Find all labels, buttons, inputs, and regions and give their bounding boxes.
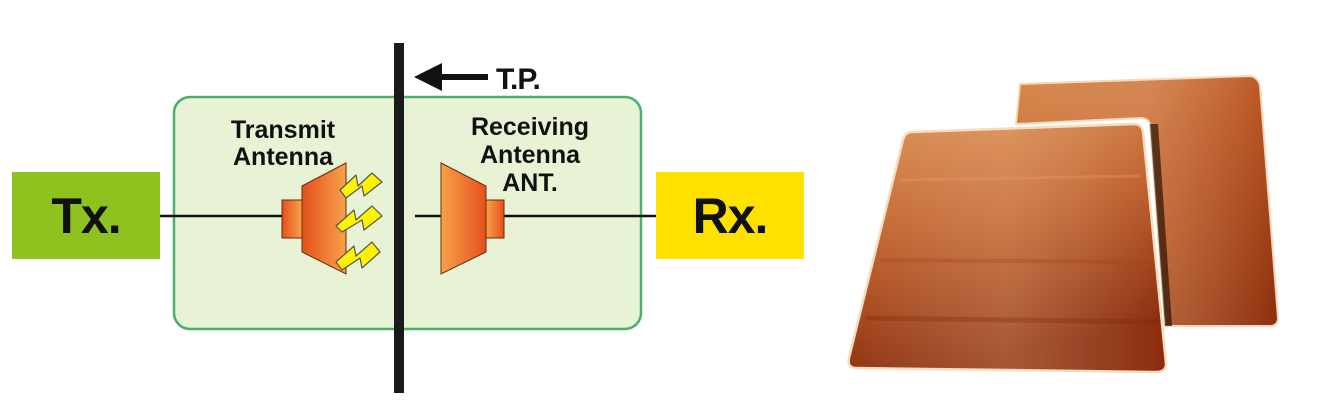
test-area-box <box>172 95 643 331</box>
rx-label: Rx. <box>693 188 768 244</box>
receiving-antenna-label-line3: ANT. <box>502 169 558 197</box>
tp-label: T.P. <box>496 63 540 96</box>
sample-sheet-back <box>1014 74 1280 327</box>
transmit-antenna-label-line2: Antenna <box>233 143 334 171</box>
receiving-antenna-icon <box>440 162 505 275</box>
transmit-antenna-icon <box>281 162 347 275</box>
tp-arrow-icon <box>414 63 488 91</box>
receiving-antenna-label-line2: Antenna <box>480 141 581 169</box>
tx-box <box>12 172 160 259</box>
test-piece-line <box>394 43 404 393</box>
sample-sheet-front <box>847 122 1168 374</box>
sample-sheets-photo <box>847 74 1280 374</box>
rx-box <box>656 172 804 259</box>
transmit-antenna-label-line1: Transmit <box>231 116 336 144</box>
signal-bolt-icons <box>335 172 383 271</box>
receiving-antenna-label-line1: Receiving <box>471 113 589 141</box>
tx-label: Tx. <box>51 188 120 244</box>
